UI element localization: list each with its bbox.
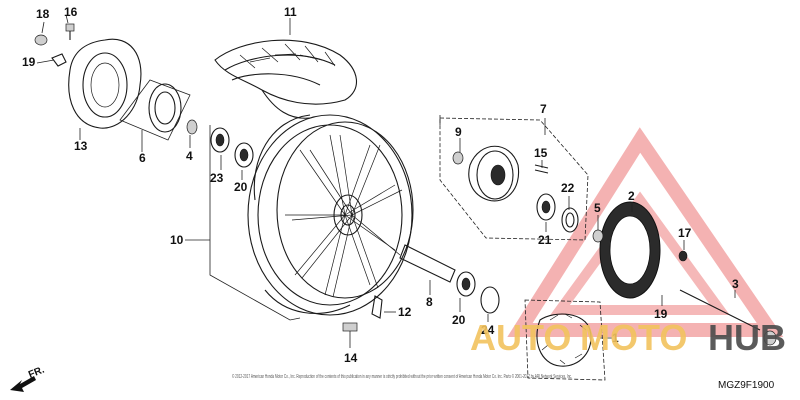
callout-21: 21: [538, 233, 552, 247]
disc-clip: [51, 53, 67, 67]
copyright-notice: © 2012-2017 American Honda Motor Co., In…: [232, 373, 572, 380]
rear-wheel: [247, 114, 414, 316]
bearing-left: [210, 127, 230, 153]
callout-16: 16: [64, 5, 78, 19]
watermark-auto: AUTO: [470, 317, 571, 358]
callout-2: 2: [628, 189, 635, 203]
callout-24: 24: [481, 323, 495, 337]
callout-4: 4: [186, 149, 193, 163]
distance-collar: [399, 244, 456, 283]
brake-disc: [68, 38, 142, 129]
watermark-moto: MOTO: [580, 317, 687, 358]
front-label: FR.: [27, 364, 46, 380]
disc-bolt: [65, 23, 75, 40]
callout-15: 15: [534, 146, 548, 160]
callout-17: 17: [678, 226, 692, 240]
leader-lines: [36, 14, 736, 348]
callout-20-left: 20: [234, 180, 248, 194]
callout-19-left: 19: [22, 55, 36, 69]
watermark-text: AUTO MOTO HUB: [470, 317, 786, 358]
callout-13: 13: [74, 139, 88, 153]
rear-tire: [214, 39, 358, 119]
driven-sprocket: [592, 201, 688, 299]
rear-axle: [679, 289, 777, 346]
callout-20-right: 20: [452, 313, 466, 327]
callout-14: 14: [344, 351, 358, 365]
watermark-hub: HUB: [708, 317, 786, 358]
callout-18: 18: [36, 7, 50, 21]
callout-9: 9: [455, 125, 462, 139]
front-arrow-icon: [10, 376, 36, 392]
callouts: 11 18 16 19 13 6 4 23 20 10 7 9 15 22 21…: [22, 5, 739, 365]
callout-11: 11: [284, 5, 297, 19]
bearing-right: [456, 271, 476, 297]
balance-weight: [342, 322, 358, 332]
callout-19-right: 19: [654, 307, 668, 321]
diagram-code: MGZ9F1900: [718, 380, 775, 391]
disc-nut: [34, 34, 48, 46]
callout-7: 7: [540, 102, 547, 116]
watermark-triangle-outer: [507, 127, 784, 337]
group-brackets: [185, 115, 546, 321]
final-driven-flange-group: [439, 117, 589, 241]
callout-23: 23: [210, 171, 224, 185]
callout-3: 3: [732, 277, 739, 291]
callout-22: 22: [561, 181, 575, 195]
collar: [186, 119, 198, 135]
callout-8: 8: [426, 295, 433, 309]
callout-12: 12: [398, 305, 412, 319]
callout-10: 10: [170, 233, 184, 247]
front-direction-indicator: FR.: [10, 364, 46, 392]
o-ring: [480, 286, 500, 314]
callout-6: 6: [139, 151, 146, 165]
callout-1: 1: [612, 331, 619, 345]
bearing-left-2: [234, 142, 254, 168]
dust-seal-group: [119, 79, 191, 141]
tire-valve: [371, 295, 383, 319]
rear-wheel-damper: [524, 299, 606, 381]
callout-5: 5: [594, 201, 601, 215]
